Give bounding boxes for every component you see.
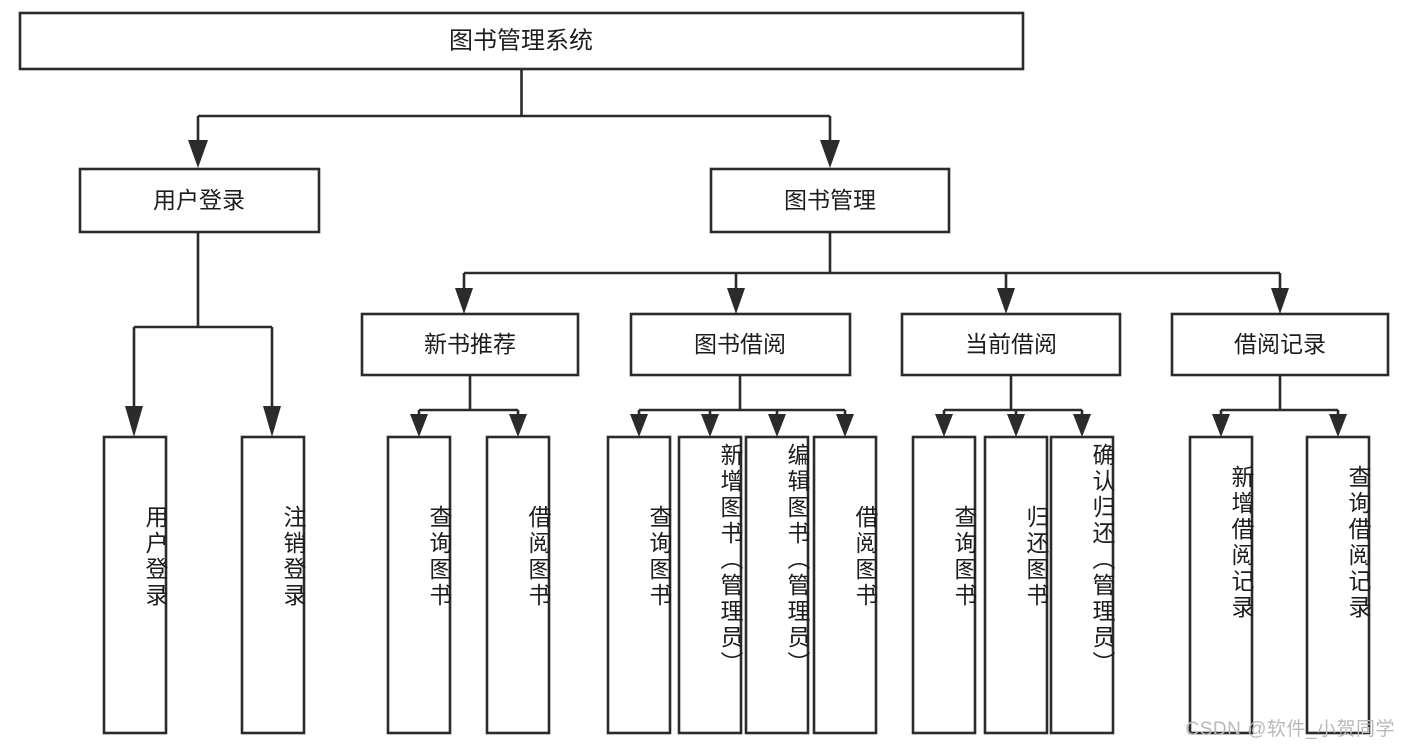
- node-leaf-confirm-return-admin-box[interactable]: [1049, 435, 1115, 735]
- arrow-head-leaf-query-borrow-record: [1329, 414, 1347, 437]
- connector-group-user-login-to-leaves: [125, 232, 281, 437]
- arrow-head-leaf-query-book-3: [935, 414, 953, 437]
- csdn-watermark: CSDN @软件_小贺同学: [1185, 719, 1395, 740]
- node-root-label: 图书管理系统: [449, 27, 593, 54]
- node-borrow-record-label: 借阅记录: [1234, 331, 1326, 357]
- node-leaf-query-book-2-box[interactable]: [606, 435, 672, 735]
- node-leaf-borrow-book-1-box[interactable]: [485, 435, 551, 735]
- node-book-borrow-box[interactable]: [629, 312, 852, 377]
- node-user-login-box[interactable]: [78, 167, 321, 234]
- arrow-head-leaf-add-borrow-record: [1212, 414, 1230, 437]
- node-book-manage[interactable]: 图书管理: [709, 167, 951, 234]
- arrow-head-book-manage: [820, 140, 840, 168]
- node-leaf-add-borrow-record-box[interactable]: [1188, 435, 1254, 735]
- node-book-manage-label: 图书管理: [784, 187, 876, 213]
- node-user-login[interactable]: 用户登录: [78, 167, 321, 234]
- arrow-head-borrow-record: [1271, 288, 1289, 314]
- connector-group-book-manage-to-level3: [455, 232, 1289, 314]
- connector-group-current-borrow-to-leaves: [935, 375, 1091, 437]
- node-current-borrow-label: 当前借阅: [965, 331, 1057, 357]
- node-leaf-borrow-book-2-box[interactable]: [812, 435, 878, 735]
- arrow-head-leaf-borrow-book-2: [836, 414, 854, 437]
- node-user-login-label: 用户登录: [153, 187, 245, 213]
- arrow-head-leaf-confirm-return-admin: [1073, 414, 1091, 437]
- arrow-head-user-login: [188, 140, 208, 168]
- node-current-borrow[interactable]: 当前借阅: [900, 312, 1122, 377]
- node-leaf-user-login-box[interactable]: [102, 435, 168, 735]
- node-root-box[interactable]: [18, 11, 1025, 71]
- arrow-head-leaf-user-logout: [263, 406, 281, 437]
- node-root[interactable]: 图书管理系统: [18, 11, 1025, 71]
- node-leaf-edit-book-admin-box[interactable]: [744, 435, 810, 735]
- arrow-head-leaf-query-book-1: [410, 414, 428, 437]
- arrow-head-leaf-edit-book-admin: [768, 414, 786, 437]
- connector-group-borrow-record-to-leaves: [1212, 375, 1347, 437]
- arrow-head-leaf-query-book-2: [630, 414, 648, 437]
- arrow-head-book-borrow: [727, 288, 745, 314]
- node-leaf-add-book-admin-box[interactable]: [677, 435, 743, 735]
- node-borrow-record-box[interactable]: [1170, 312, 1390, 377]
- node-book-borrow-label: 图书借阅: [694, 331, 786, 357]
- node-borrow-record[interactable]: 借阅记录: [1170, 312, 1390, 377]
- leaf-boxes-group: [102, 435, 1371, 735]
- node-book-borrow[interactable]: 图书借阅: [629, 312, 852, 377]
- node-new-book-rec-box[interactable]: [360, 312, 580, 377]
- arrow-head-new-book-rec: [455, 288, 473, 314]
- connector-group-book-borrow-to-leaves: [630, 375, 854, 437]
- node-new-book-rec[interactable]: 新书推荐: [360, 312, 580, 377]
- node-leaf-user-logout-box[interactable]: [240, 435, 306, 735]
- arrow-head-current-borrow: [997, 288, 1015, 314]
- node-leaf-query-book-3-box[interactable]: [911, 435, 977, 735]
- node-new-book-rec-label: 新书推荐: [424, 331, 516, 357]
- node-leaf-query-book-1-box[interactable]: [386, 435, 452, 735]
- arrow-head-leaf-borrow-book-1: [509, 414, 527, 437]
- connector-group-new-book-rec-to-leaves: [410, 375, 527, 437]
- arrow-head-leaf-return-book: [1007, 414, 1025, 437]
- node-current-borrow-box[interactable]: [900, 312, 1122, 377]
- connector-group-root-to-level2: [188, 69, 840, 168]
- node-leaf-query-borrow-record-box[interactable]: [1305, 435, 1371, 735]
- node-leaf-return-book-box[interactable]: [983, 435, 1049, 735]
- arrow-head-leaf-user-login: [125, 406, 143, 437]
- node-book-manage-box[interactable]: [709, 167, 951, 234]
- arrow-head-leaf-add-book-admin: [701, 414, 719, 437]
